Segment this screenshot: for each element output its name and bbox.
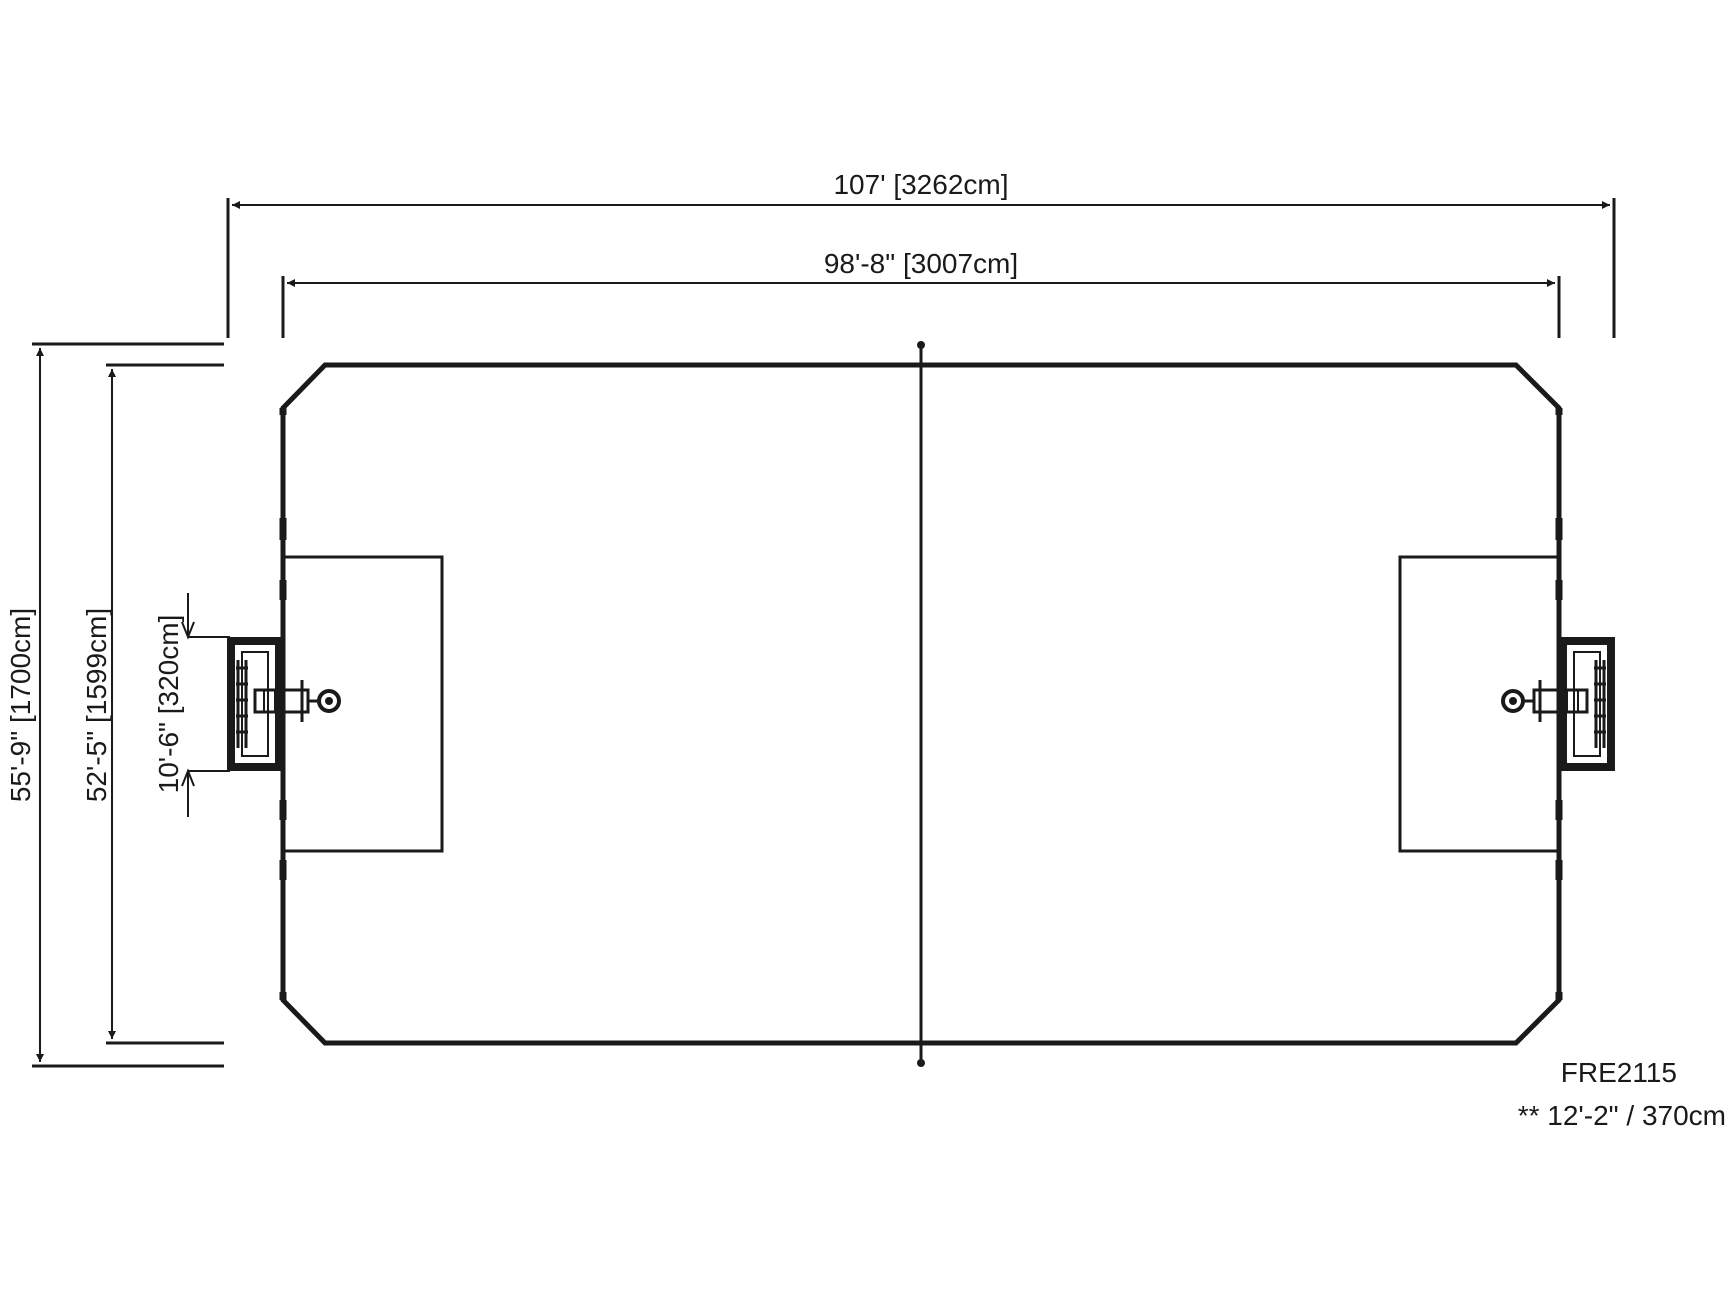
overall-length-label: 107' [3262cm]	[833, 169, 1008, 200]
center-line	[917, 341, 925, 1067]
goal-width-label: 10'-6" [320cm]	[153, 615, 184, 794]
goal-net-inner	[1573, 651, 1601, 757]
center-line-post-bottom	[917, 1059, 925, 1067]
height-note: ** 12'-2" / 370cm	[1518, 1100, 1726, 1131]
model-number: FRE2115	[1561, 1057, 1677, 1088]
overall-length-dimension: 107' [3262cm]	[226, 169, 1616, 338]
field-width-dimension: 52'-5" [1599cm]	[81, 363, 224, 1045]
field-length-label: 98'-8" [3007cm]	[824, 248, 1018, 279]
center-line-post-top	[917, 341, 925, 349]
goal-width-dimension: 10'-6" [320cm]	[153, 593, 230, 817]
goal-left	[227, 637, 341, 771]
overall-width-dimension: 55'-9" [1700cm]	[5, 342, 224, 1068]
goal-right	[1501, 637, 1615, 771]
goal-net-mesh	[236, 660, 248, 748]
field-length-dimension: 98'-8" [3007cm]	[281, 248, 1561, 338]
field-width-label: 52'-5" [1599cm]	[81, 608, 112, 802]
goal-net-mesh	[1594, 660, 1606, 748]
goal-net-inner	[241, 651, 269, 757]
overall-width-label: 55'-9" [1700cm]	[5, 608, 36, 802]
